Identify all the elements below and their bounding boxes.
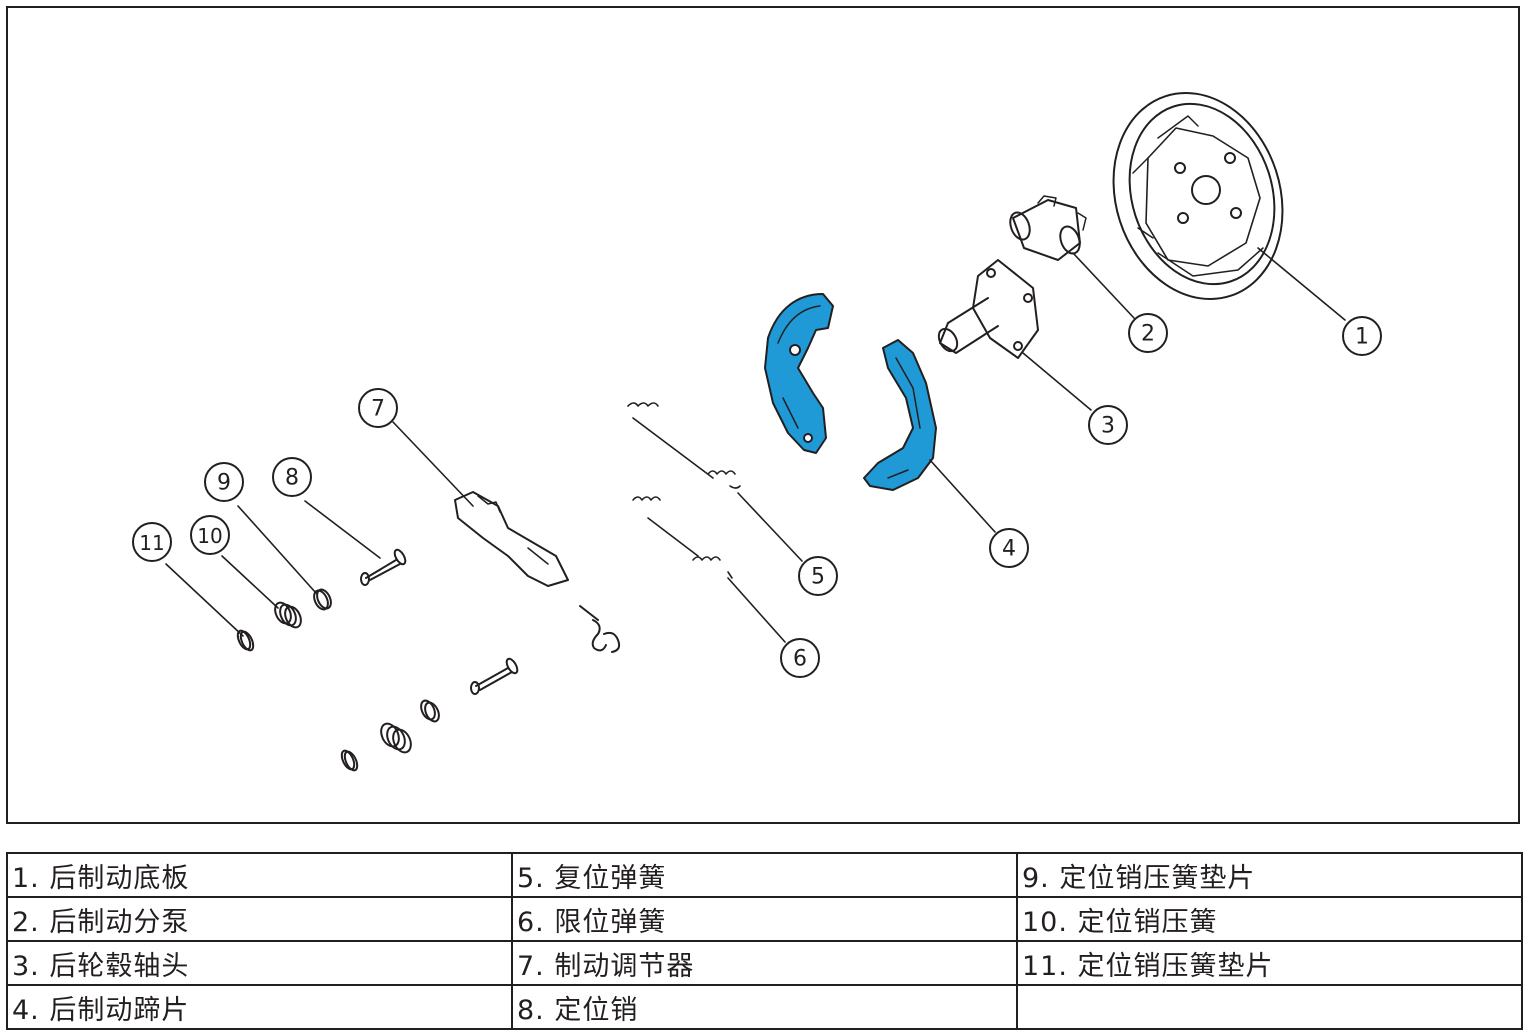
pin-spring-washer-lower bbox=[420, 699, 440, 723]
callout-number-3: 3 bbox=[1101, 414, 1115, 439]
locating-pin-lower bbox=[470, 657, 519, 695]
locating-pin-upper bbox=[360, 548, 407, 586]
pin-compression-spring-upper bbox=[274, 601, 302, 629]
legend-cell: 10. 定位销压簧 bbox=[1016, 896, 1523, 942]
callout-number-8: 8 bbox=[285, 466, 299, 491]
pin-compression-spring-lower bbox=[380, 722, 412, 754]
callout-number-10: 10 bbox=[197, 524, 222, 548]
parts-legend-table: 1. 后制动底板 5. 复位弹簧 9. 定位销压簧垫片 2. 后制动分泵 6. … bbox=[6, 852, 1523, 1030]
callout-number-9: 9 bbox=[217, 471, 231, 496]
legend-cell: 3. 后轮毂轴头 bbox=[6, 940, 513, 986]
wheel-cylinder bbox=[1009, 195, 1087, 261]
legend-cell: 11. 定位销压簧垫片 bbox=[1016, 940, 1523, 986]
pin-spring-washer-small-upper bbox=[236, 629, 255, 652]
legend-row: 1. 后制动底板 5. 复位弹簧 9. 定位销压簧垫片 bbox=[6, 852, 1523, 898]
callout-number-2: 2 bbox=[1141, 322, 1155, 347]
limit-spring bbox=[632, 496, 733, 579]
legend-row: 2. 后制动分泵 6. 限位弹簧 10. 定位销压簧 bbox=[6, 896, 1523, 942]
legend-cell: 1. 后制动底板 bbox=[6, 852, 513, 898]
legend-cell bbox=[1016, 984, 1523, 1030]
leader-lines bbox=[165, 247, 1346, 643]
brake-back-plate bbox=[1112, 91, 1284, 301]
legend-row: 4. 后制动蹄片 8. 定位销 bbox=[6, 984, 1523, 1030]
legend-cell: 2. 后制动分泵 bbox=[6, 896, 513, 942]
return-spring bbox=[627, 402, 741, 489]
callout-number-4: 4 bbox=[1002, 537, 1016, 562]
pin-spring-washer-small-lower bbox=[340, 749, 359, 772]
brake-shoe-lower bbox=[863, 339, 937, 491]
callout-number-7: 7 bbox=[371, 397, 385, 422]
callout-numbers: 1 2 3 4 5 6 7 8 9 10 11 bbox=[139, 322, 1369, 672]
pin-spring-washer-upper bbox=[313, 588, 332, 611]
callout-circle-11 bbox=[132, 522, 172, 562]
callout-circle-6 bbox=[780, 638, 820, 678]
callout-circle-9 bbox=[204, 462, 244, 502]
callout-number-1: 1 bbox=[1355, 325, 1369, 350]
callout-circle-8 bbox=[272, 457, 312, 497]
legend-cell: 6. 限位弹簧 bbox=[511, 896, 1018, 942]
callout-number-5: 5 bbox=[811, 565, 825, 590]
diagram-canvas: 1 2 3 4 5 6 7 8 9 10 11 bbox=[132, 91, 1382, 772]
callout-number-11: 11 bbox=[139, 531, 164, 555]
callout-circle-3 bbox=[1088, 405, 1128, 445]
callout-circle-7 bbox=[358, 388, 398, 428]
callout-circle-4 bbox=[989, 528, 1029, 568]
brake-adjuster bbox=[454, 491, 621, 653]
callout-circle-10 bbox=[190, 515, 230, 555]
legend-cell: 4. 后制动蹄片 bbox=[6, 984, 513, 1030]
legend-cell: 8. 定位销 bbox=[511, 984, 1018, 1030]
legend-cell: 9. 定位销压簧垫片 bbox=[1016, 852, 1523, 898]
callout-circle-2 bbox=[1128, 313, 1168, 353]
hub-spindle bbox=[937, 259, 1039, 359]
legend-row: 3. 后轮毂轴头 7. 制动调节器 11. 定位销压簧垫片 bbox=[6, 940, 1523, 986]
brake-shoe-upper bbox=[764, 293, 834, 454]
callout-circle-5 bbox=[798, 556, 838, 596]
exploded-diagram: 1 2 3 4 5 6 7 8 9 10 11 bbox=[6, 6, 1520, 824]
callout-number-6: 6 bbox=[793, 647, 807, 672]
legend-cell: 5. 复位弹簧 bbox=[511, 852, 1018, 898]
callout-circle-1 bbox=[1342, 316, 1382, 356]
callout-circles bbox=[132, 313, 1382, 678]
legend-cell: 7. 制动调节器 bbox=[511, 940, 1018, 986]
